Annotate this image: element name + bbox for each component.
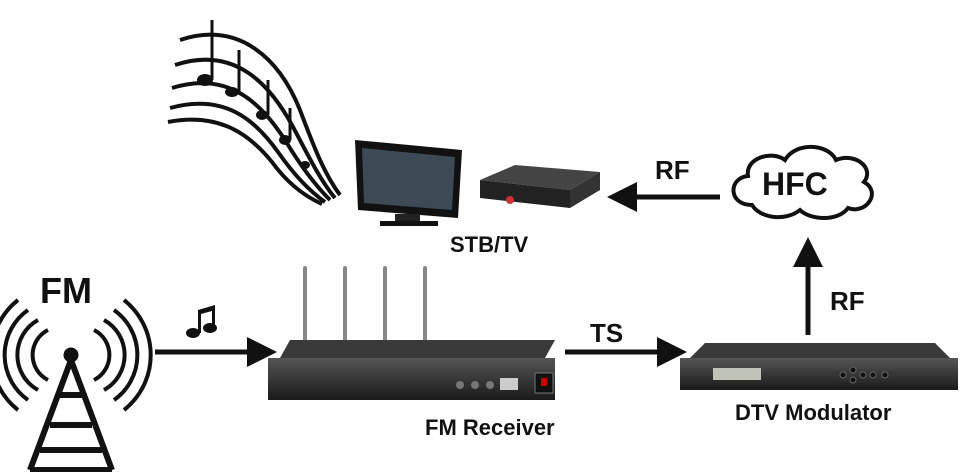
fm-tower-icon bbox=[0, 298, 153, 472]
music-note-icon bbox=[186, 305, 217, 338]
cloud-icon bbox=[731, 144, 874, 220]
dtv-modulator-device bbox=[680, 343, 958, 390]
ts-label: TS bbox=[590, 318, 624, 348]
music-staff-icon bbox=[167, 20, 342, 206]
hfc-label: HFC bbox=[762, 166, 828, 202]
rf-left-label: RF bbox=[655, 155, 690, 185]
dtv-modulator-label: DTV Modulator bbox=[735, 400, 892, 425]
set-top-box-icon bbox=[480, 165, 600, 208]
fm-receiver-device bbox=[268, 266, 555, 400]
rf-up-label: RF bbox=[830, 286, 865, 316]
fm-label: FM bbox=[40, 270, 92, 311]
tv-icon bbox=[355, 140, 462, 226]
stb-tv-label: STB/TV bbox=[450, 232, 529, 257]
fm-receiver-label: FM Receiver bbox=[425, 415, 555, 440]
